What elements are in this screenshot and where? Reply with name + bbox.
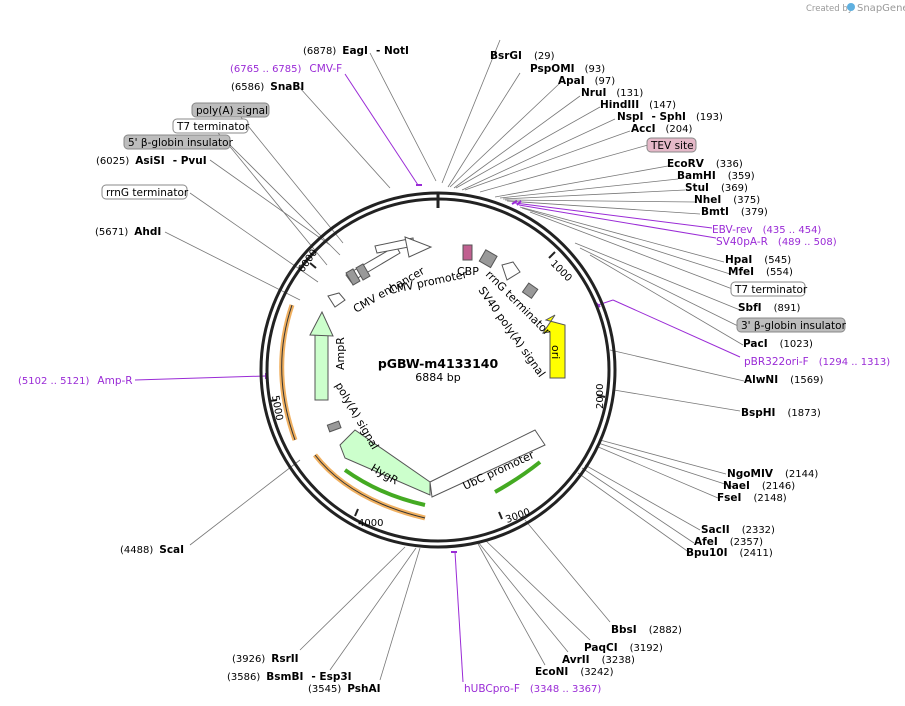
ampr-body <box>314 333 329 401</box>
small-arrow-right <box>501 261 521 281</box>
primer-pbr322ori-f[interactable]: pBR322ori-F(1294 .. 1313) <box>744 356 890 368</box>
green-arc-1 <box>343 468 426 507</box>
site-acci[interactable]: AccI(204) <box>631 123 692 135</box>
site-nspi-sphi[interactable]: NspI- SphI(193) <box>617 111 723 123</box>
site-hpai[interactable]: HpaI(545) <box>725 254 791 266</box>
ampr-label: AmpR <box>334 337 347 370</box>
box-polya-signal[interactable]: poly(A) signal <box>196 105 268 117</box>
ori-label: ori <box>549 345 562 359</box>
ampr-head <box>309 310 334 337</box>
site-sbfi[interactable]: SbfI(891) <box>738 302 801 314</box>
gray-block-2 <box>355 263 371 281</box>
box-tev-site[interactable]: TEV site <box>650 140 694 152</box>
site-naei[interactable]: NaeI(2146) <box>723 480 795 492</box>
site-rsrii[interactable]: (3926)RsrII <box>232 653 299 665</box>
plasmid-length: 6884 bp <box>415 371 460 384</box>
credit-brand: SnapGene <box>857 3 905 14</box>
box-3-globin-insulator[interactable]: 3' β-globin insulator <box>741 320 847 332</box>
boxed-features: poly(A) signal T7 terminator 5' β-globin… <box>101 102 847 333</box>
site-bsphi[interactable]: BspHI(1873) <box>741 407 821 419</box>
site-alwni[interactable]: AlwNI(1569) <box>744 374 823 386</box>
site-nhei[interactable]: NheI(375) <box>694 194 760 206</box>
site-bsmbi-esp3i[interactable]: (3586)BsmBI- Esp3I <box>227 671 352 683</box>
orange-arc-1-line <box>281 304 296 441</box>
primer-ebv-rev[interactable]: EBV-rev(435 .. 454) <box>712 224 821 236</box>
credit-text: Created by <box>806 4 853 14</box>
site-bsrgi[interactable]: BsrGI(29) <box>490 50 555 62</box>
snapgene-logo-icon <box>847 3 855 11</box>
gray-block-4 <box>521 282 539 300</box>
primer-amp-r[interactable]: (5102 .. 5121)Amp-R <box>18 375 133 387</box>
small-arrow-left <box>327 292 346 308</box>
cmv-promoter-arrow <box>374 236 433 258</box>
site-avrii[interactable]: AvrII(3238) <box>562 654 635 666</box>
tick-5000: 5000 <box>269 395 284 422</box>
site-apai[interactable]: ApaI(97) <box>558 75 615 87</box>
box-5-globin-insulator[interactable]: 5' β-globin insulator <box>128 137 234 149</box>
site-afei[interactable]: AfeI(2357) <box>694 536 763 548</box>
site-pshai[interactable]: (3545)PshAI <box>308 683 381 695</box>
restriction-sites: (6878)EagI- NotI (6586)SnaBI (6025)AsiSI… <box>95 45 823 695</box>
site-ecorv[interactable]: EcoRV(336) <box>667 158 743 170</box>
ubc-promoter-arrow <box>429 429 546 498</box>
hygr-arrow <box>339 429 431 496</box>
site-snabi[interactable]: (6586)SnaBI <box>231 81 304 93</box>
cbp-label: CBP <box>457 265 479 278</box>
primer-cmv-f[interactable]: (6765 .. 6785)CMV-F <box>230 63 342 75</box>
primers: (6765 .. 6785)CMV-F EBV-rev(435 .. 454) … <box>18 63 890 695</box>
plasmid-name: pGBW-m4133140 <box>378 356 499 371</box>
site-nrui[interactable]: NruI(131) <box>581 87 643 99</box>
site-paqci[interactable]: PaqCI(3192) <box>584 642 663 654</box>
ori-arrow <box>541 314 566 379</box>
cbp-block <box>462 244 473 261</box>
green-arc-2 <box>494 460 542 494</box>
site-eagi-notI[interactable]: (6878)EagI- NotI <box>303 45 409 57</box>
site-mfei[interactable]: MfeI(554) <box>728 266 793 278</box>
site-fsei[interactable]: FseI(2148) <box>717 492 787 504</box>
tick-2000: 2000 <box>595 384 606 409</box>
site-stui[interactable]: StuI(369) <box>685 182 748 194</box>
site-asisi-pvui[interactable]: (6025)AsiSI- PvuI <box>96 155 207 167</box>
primer-sv40pa-r[interactable]: SV40pA-R(489 .. 508) <box>716 236 837 248</box>
box-t7-terminator-right[interactable]: T7 terminator <box>734 284 808 296</box>
scale-ticks <box>269 251 606 520</box>
site-paci[interactable]: PacI(1023) <box>743 338 813 350</box>
gray-block-3 <box>478 249 498 269</box>
primer-connectors <box>134 73 741 683</box>
box-rrng-terminator[interactable]: rrnG terminator <box>106 187 189 199</box>
site-ngomiv[interactable]: NgoMIV(2144) <box>727 468 818 480</box>
site-bmti[interactable]: BmtI(379) <box>701 206 768 218</box>
orange-arc-2-line <box>314 454 426 519</box>
site-scai[interactable]: (4488)ScaI <box>120 544 184 556</box>
site-bamhi[interactable]: BamHI(359) <box>677 170 755 182</box>
site-hindiii[interactable]: HindIII(147) <box>600 99 676 111</box>
tick-4000: 4000 <box>358 518 383 529</box>
gray-block-1 <box>345 268 361 286</box>
gray-block-5 <box>326 420 342 433</box>
site-ahdi[interactable]: (5671)AhdI <box>95 226 161 238</box>
site-econi[interactable]: EcoNI(3242) <box>535 666 614 678</box>
box-t7-terminator-left[interactable]: T7 terminator <box>176 121 250 133</box>
primer-hubcpro-f[interactable]: hUBCpro-F(3348 .. 3367) <box>464 683 601 695</box>
site-pspomi[interactable]: PspOMI(93) <box>530 63 605 75</box>
site-connectors <box>164 39 745 681</box>
site-bbsi[interactable]: BbsI(2882) <box>611 624 682 636</box>
site-sacii[interactable]: SacII(2332) <box>701 524 775 536</box>
site-bpu10i[interactable]: Bpu10I(2411) <box>686 547 773 559</box>
